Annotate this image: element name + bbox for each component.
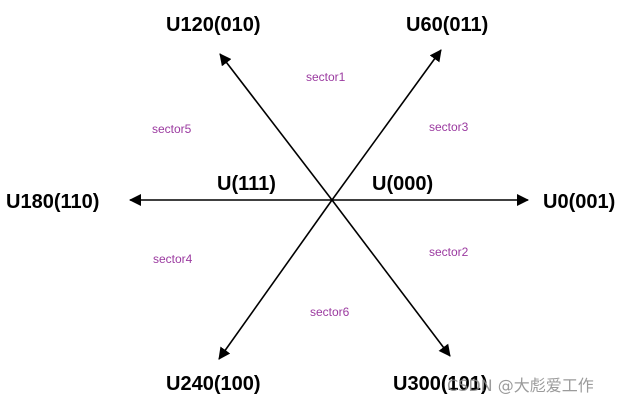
- label-u60: U60(011): [406, 14, 488, 36]
- sector2-label: sector2: [429, 245, 469, 259]
- label-u180: U180(110): [6, 191, 99, 213]
- label-u300: U300(101): [393, 373, 488, 395]
- label-u000: U(000): [372, 173, 433, 195]
- label-u111: U(111): [217, 173, 276, 195]
- sector6-label: sector6: [310, 305, 350, 319]
- label-u120: U120(010): [166, 14, 261, 36]
- label-u0: U0(001): [543, 191, 615, 213]
- sector5-label: sector5: [152, 122, 192, 136]
- sector3-label: sector3: [429, 120, 469, 134]
- csdn-watermark: CSDN @大彪爱工作: [447, 376, 594, 395]
- label-u240: U240(100): [166, 373, 261, 395]
- vector-u300-arrow: [331, 199, 451, 357]
- vector-u240-arrow: [218, 199, 333, 360]
- vector-u60-arrow: [331, 49, 442, 201]
- sector4-label: sector4: [153, 252, 193, 266]
- sector1-label: sector1: [306, 70, 346, 84]
- vector-u120-arrow: [219, 53, 333, 201]
